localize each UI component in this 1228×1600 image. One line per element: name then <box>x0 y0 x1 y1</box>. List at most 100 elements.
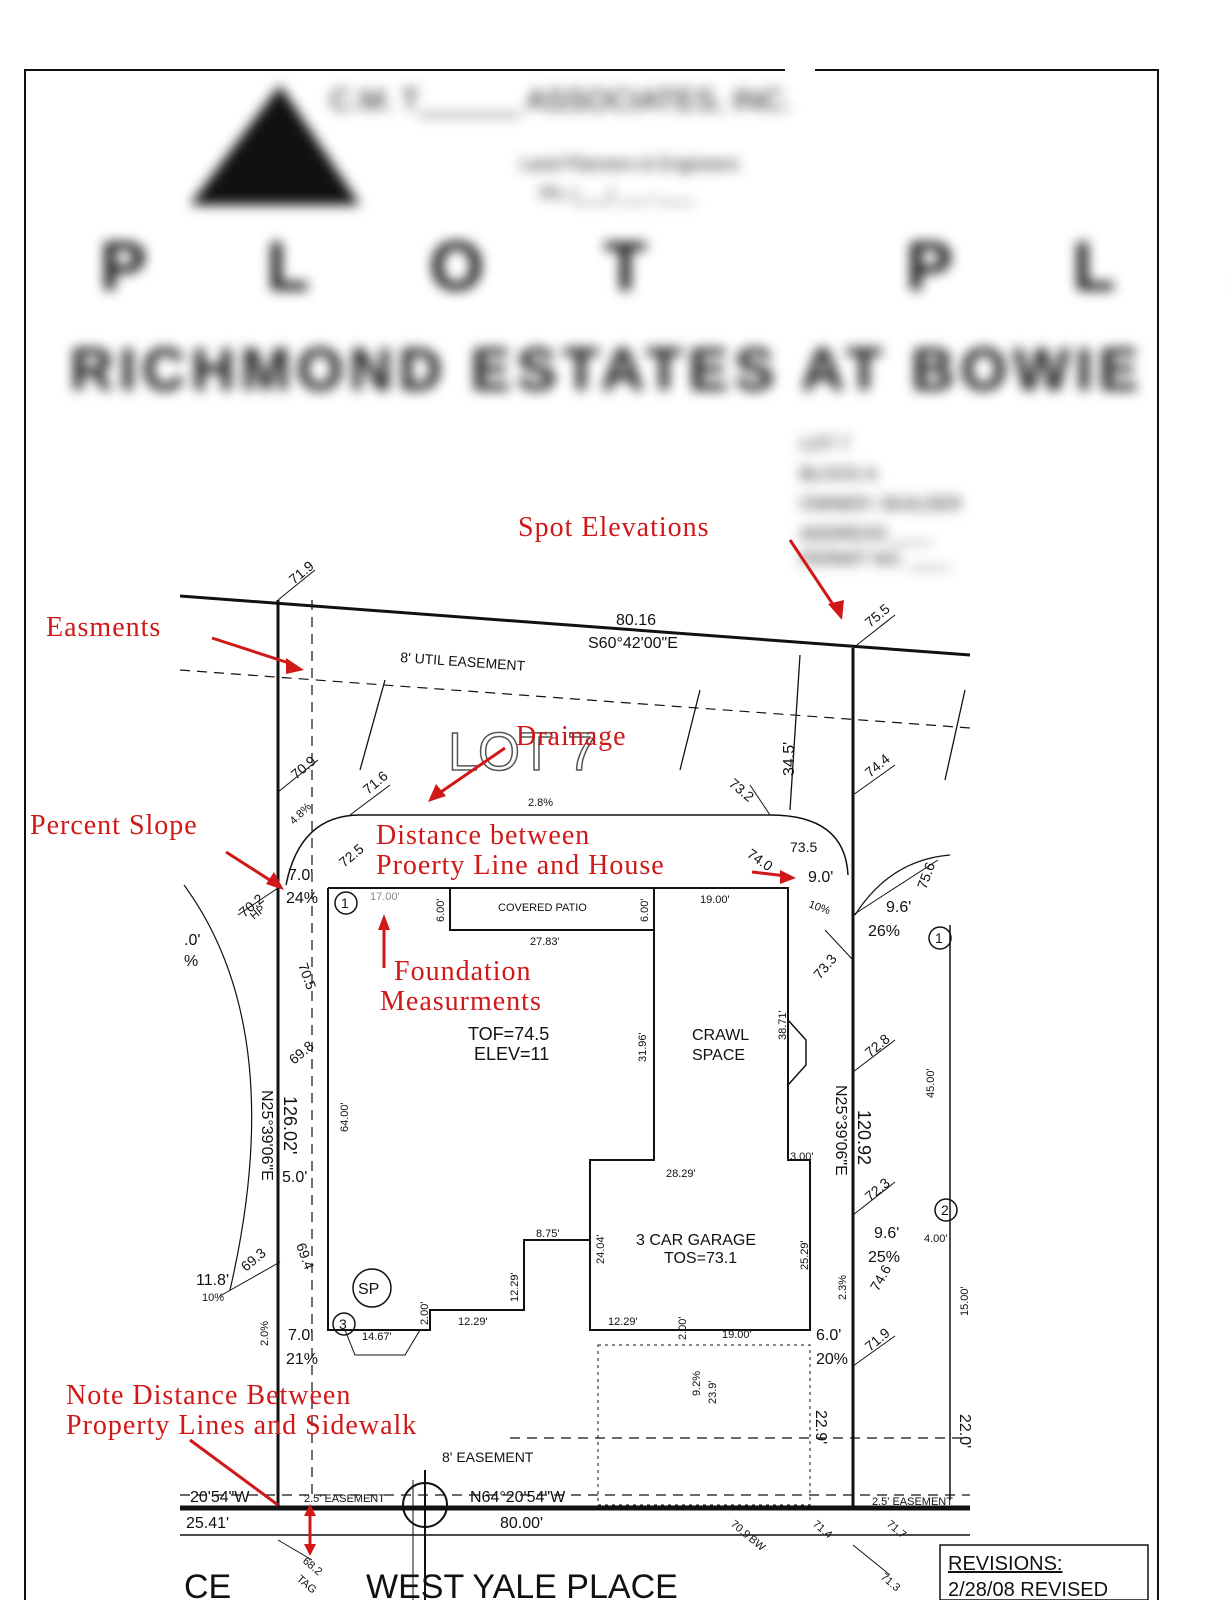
dim-22-9: 22.9' <box>812 1410 829 1444</box>
spot-73-2: 73.2 <box>726 775 757 805</box>
dim-2-8pct: 2.8% <box>528 797 553 809</box>
dim-10pct-l: 10% <box>202 1292 224 1304</box>
sp-label: SP <box>358 1281 379 1298</box>
dim-38-71: 38.71' <box>777 1010 789 1040</box>
company-logo <box>190 85 360 205</box>
dim-9-2pct: 9.2% <box>691 1371 703 1396</box>
note-spot-elevations: Spot Elevations <box>518 512 710 543</box>
spot-70-9a: 70.9 <box>288 752 319 782</box>
note-distance-2: Proerty Line and House <box>376 850 665 881</box>
house-footprint <box>327 887 811 1331</box>
dim-22-0a: 22.0' <box>956 1414 973 1448</box>
easement-25-left: 2.5' EASEMENT <box>304 1493 385 1505</box>
spot-71-9: 71.9 <box>286 557 317 587</box>
left-swale <box>183 884 253 1291</box>
revisions-box <box>939 1544 1149 1600</box>
spot-75-6: 75.6 <box>914 860 938 891</box>
dim-6-00b: 6.00' <box>639 898 651 922</box>
bottom-left-length: 25.41' <box>186 1515 229 1532</box>
spot-73-3: 73.3 <box>810 951 840 982</box>
revisions-date: 2/28/08 REVISED <box>948 1579 1108 1600</box>
crawl-space-1: CRAWL <box>692 1027 749 1044</box>
dim-2-0pct: 2.0% <box>259 1321 271 1346</box>
marker-3-label: 3 <box>339 1316 347 1332</box>
drainage-arrows <box>359 654 966 811</box>
crawl-space-2: SPACE <box>692 1047 745 1064</box>
sp-marker <box>352 1268 392 1308</box>
subdivision-name: RICHMOND ESTATES AT BOWIE <box>70 336 1144 403</box>
dim-12-29c: 12.29' <box>608 1316 638 1328</box>
dim-6-0: 6.0' <box>816 1327 841 1344</box>
dim-8-75: 8.75' <box>536 1228 560 1240</box>
covered-patio-label: COVERED PATIO <box>498 902 587 914</box>
spot-elevations <box>219 569 939 1576</box>
spot-72-5: 72.5 <box>336 840 367 870</box>
corner-markers: 1 1 2 3 <box>332 891 958 1336</box>
garage-label-1: 3 CAR GARAGE <box>636 1232 756 1249</box>
util-easement-line <box>179 669 971 729</box>
spot-71-6: 71.6 <box>360 767 391 797</box>
dim-3-0: .0' <box>184 932 200 949</box>
spot-72-3: 72.3 <box>862 1174 893 1204</box>
dim-25pct: 25% <box>868 1249 900 1266</box>
dim-2-00a: 2.00' <box>419 1301 431 1325</box>
dim-3-00: 3.00' <box>790 1151 814 1163</box>
sheet-border <box>24 69 1159 1600</box>
dim-12-29a: 12.29' <box>509 1272 521 1302</box>
company-name: C.M. T______ ASSOCIATES, INC. <box>330 84 792 117</box>
dim-19-00-bot: 19.00' <box>722 1329 752 1341</box>
dim-11-8: 11.8' <box>196 1272 229 1289</box>
note-percent-slope: Percent Slope <box>30 810 198 841</box>
note-foundation-1: Foundation <box>394 956 532 987</box>
red-annotations: Spot Elevations Easments Drainage Percen… <box>30 512 844 1556</box>
dim-21pct: 21% <box>286 1351 318 1368</box>
drainage-swale <box>285 814 849 886</box>
spot-71-9b: 71.9 <box>862 1324 893 1354</box>
street-left: CE <box>184 1568 231 1600</box>
dim-34-5: 34.5' <box>781 742 798 776</box>
marker-2 <box>934 1198 958 1222</box>
note-drainage: Drainage <box>516 721 627 752</box>
spot-70-5: 70.5 <box>295 961 319 992</box>
driveway <box>597 1344 811 1506</box>
info-line-2: BLOCK A <box>800 464 877 484</box>
dim-24-04: 24.04' <box>595 1234 607 1264</box>
bay-window <box>787 1019 807 1086</box>
spot-75-5: 75.5 <box>862 600 893 630</box>
marker-1-right <box>928 926 952 950</box>
dim-31-96: 31.96' <box>637 1032 649 1062</box>
plan-title: PLOT PLAN <box>100 227 1228 305</box>
info-line-1: LOT 7 <box>800 434 850 454</box>
dim-2-00b: 2.00' <box>677 1316 689 1340</box>
dim-17-00: 17.00' <box>370 891 400 903</box>
dim-23-9: 23.9' <box>707 1380 719 1404</box>
dim-7-0-bot: 7.0' <box>288 1327 313 1344</box>
marker-1-left-label: 1 <box>341 895 349 911</box>
garage-label-2: TOS=73.1 <box>664 1250 737 1267</box>
dim-4-8pct: 4.8% <box>288 801 314 827</box>
spot-71-7: 71.7 <box>884 1518 908 1541</box>
spot-74-0: 74.0 <box>744 845 776 874</box>
note-distance-1: Distance between <box>376 820 590 851</box>
dim-5-0: 5.0' <box>282 1169 307 1186</box>
company-sub2: Ph: (___) ___-____ <box>540 184 696 205</box>
info-line-5: PERMIT NO. ____ <box>800 549 951 570</box>
dim-9-6-top: 9.6' <box>886 899 911 916</box>
tof-label: TOF=74.5 <box>468 1024 549 1044</box>
top-line-length: 80.16 <box>616 612 656 629</box>
marker-3 <box>332 1312 356 1336</box>
spot-70-9b: 70.9 <box>728 1518 752 1541</box>
covered-patio <box>449 887 655 931</box>
util-easement-label: 8' UTIL EASEMENT <box>400 649 526 674</box>
spot-74-6: 74.6 <box>867 1262 895 1294</box>
dim-14-67: 14.67' <box>362 1331 392 1343</box>
dimension-labels: 7.0' 24% 9.0' 9.6' 26% 17.00' 6.00' 6.00… <box>184 742 973 1448</box>
dim-24pct: 24% <box>286 890 318 907</box>
dim-26pct: 26% <box>868 923 900 940</box>
note-sidewalk-2: Property Lines and Sidewalk <box>66 1410 417 1441</box>
note-sidewalk-1: Note Distance Between <box>66 1380 351 1411</box>
top-property-line <box>179 594 971 657</box>
info-line-4: ADDRESS ____ <box>800 524 933 545</box>
dim-4-00: 4.00' <box>924 1233 948 1245</box>
